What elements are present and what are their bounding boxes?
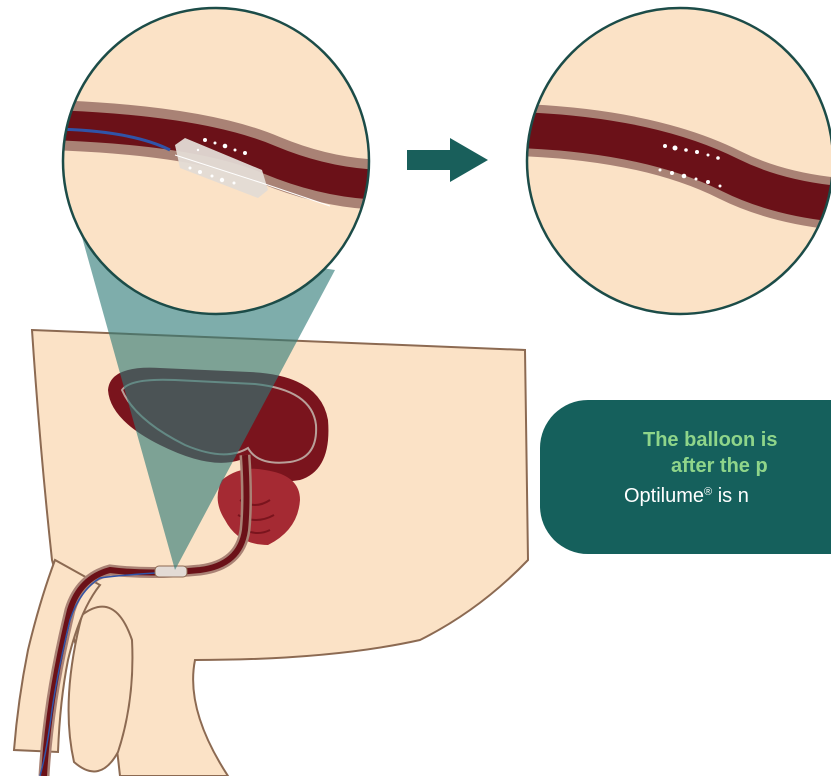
right-arrow-icon: [407, 138, 488, 182]
callout-line-3-rest: is n: [712, 485, 749, 507]
balloon-in-body: [155, 566, 187, 577]
callout-line-2: after the p: [671, 454, 768, 478]
registered-mark: ®: [704, 486, 712, 498]
callout-line-1: The balloon is: [643, 428, 777, 452]
info-callout: The balloon is after the p Optilume® is …: [540, 400, 831, 554]
zoom-circle-after: [520, 8, 831, 314]
callout-line-3: Optilume® is n: [624, 480, 749, 508]
brand-name: Optilume: [624, 485, 704, 507]
